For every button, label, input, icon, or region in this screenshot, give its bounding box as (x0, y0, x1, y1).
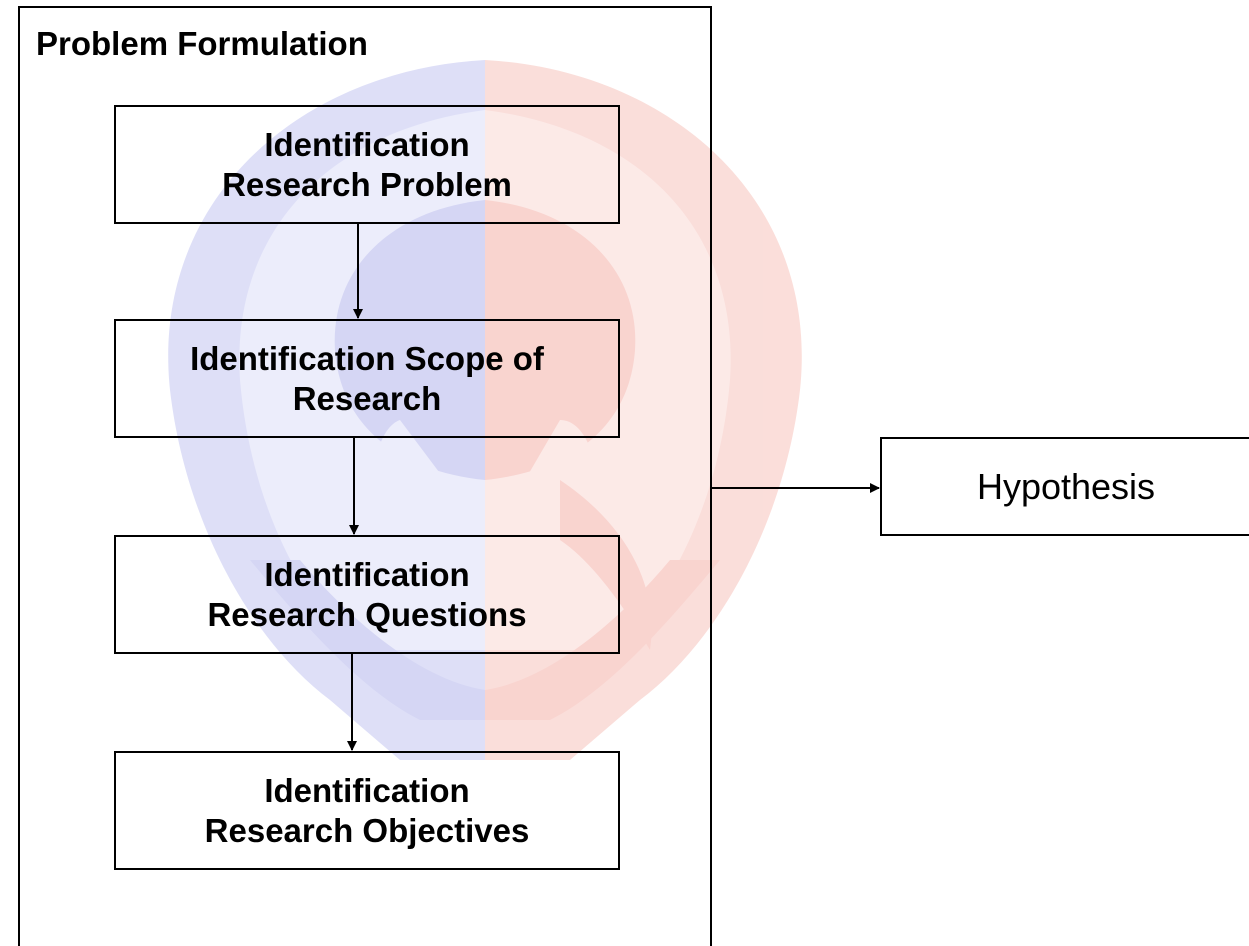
problem-formulation-container (18, 6, 712, 946)
step-scope-of-research: Identification Scope of Research (114, 319, 620, 438)
step-research-problem: Identification Research Problem (114, 105, 620, 224)
step-research-objectives-line2: Research Objectives (204, 811, 530, 849)
step-research-questions-line1: Identification (264, 555, 470, 593)
container-title: Problem Formulation (36, 25, 368, 62)
hypothesis-label: Hypothesis (976, 465, 1156, 507)
step-research-questions: Identification Research Questions (114, 535, 620, 654)
step-research-objectives: Identification Research Objectives (114, 751, 620, 870)
hypothesis-box: Hypothesis (880, 437, 1249, 536)
step-research-problem-line2: Research Problem (222, 165, 512, 203)
step-research-questions-line2: Research Questions (207, 595, 527, 633)
step-scope-of-research-line1: Identification Scope of (190, 339, 544, 377)
step-research-objectives-line1: Identification (264, 771, 470, 809)
step-scope-of-research-line2: Research (292, 379, 442, 417)
step-research-problem-line1: Identification (264, 125, 470, 163)
